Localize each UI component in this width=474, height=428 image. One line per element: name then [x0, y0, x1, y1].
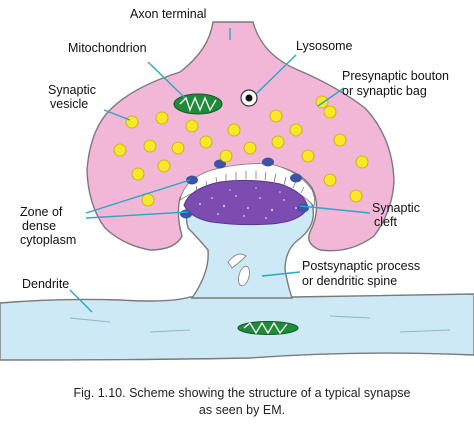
synaptic-vesicles — [113, 95, 369, 207]
label-synaptic-cleft-1: Synaptic — [372, 201, 420, 215]
dense-zone-speckles — [198, 187, 298, 219]
label-presynaptic-2: or synaptic bag — [342, 84, 427, 98]
label-postsynaptic-1: Postsynaptic process — [302, 259, 420, 273]
caption-line-1: Fig. 1.10. Scheme showing the structure … — [74, 386, 411, 400]
caption-line-2: as seen by EM. — [199, 403, 285, 417]
label-synaptic-vesicle-2: vesicle — [50, 97, 88, 111]
label-synaptic-cleft-2: cleft — [374, 215, 397, 229]
leader-lines — [69, 28, 371, 313]
label-zone-3: cytoplasm — [20, 233, 76, 247]
label-dendrite: Dendrite — [22, 277, 69, 291]
label-postsynaptic-2: or dendritic spine — [302, 274, 397, 288]
label-synaptic-vesicle-1: Synaptic — [48, 83, 96, 97]
lysosome — [240, 89, 258, 107]
dendrite-streaks — [69, 315, 451, 333]
mitochondrion-presynaptic — [173, 93, 223, 115]
label-mitochondrion: Mitochondrion — [68, 41, 147, 55]
label-zone-1: Zone of — [20, 205, 63, 219]
label-presynaptic-1: Presynaptic bouton — [342, 69, 449, 83]
dendrite-shaft — [0, 293, 474, 361]
mitochondrion-dendritic — [237, 321, 299, 335]
label-zone-2: dense — [22, 219, 56, 233]
label-axon-terminal: Axon terminal — [130, 7, 206, 21]
label-lysosome: Lysosome — [296, 39, 353, 53]
spine-organelles — [227, 253, 250, 287]
